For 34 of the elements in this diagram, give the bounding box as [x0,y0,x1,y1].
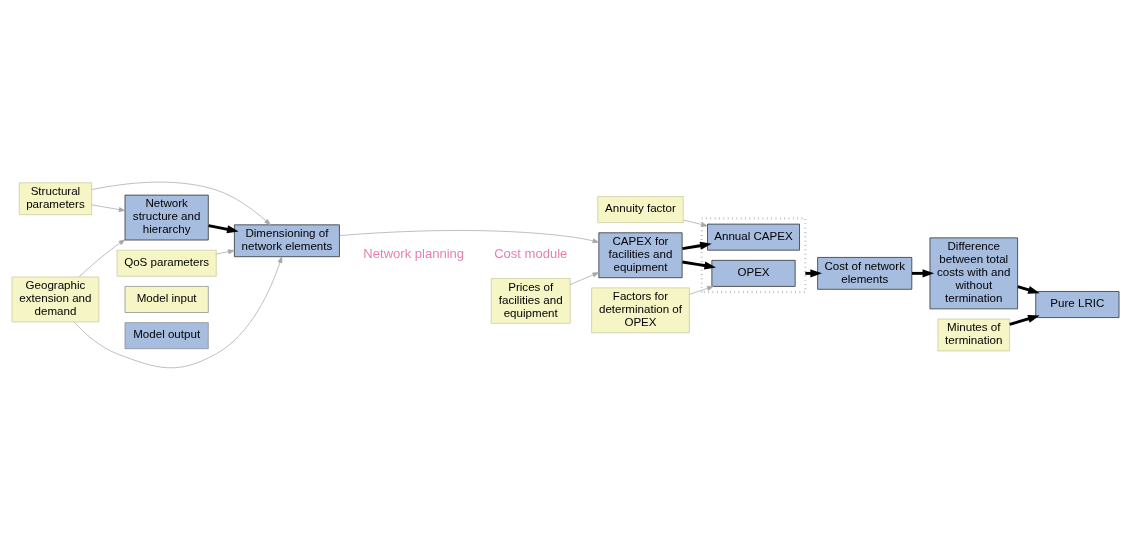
label: Cost module [494,246,568,262]
node-box: Structural parameters [18,182,92,216]
arrow [682,260,717,270]
arrow [78,239,126,278]
arrow [689,286,714,295]
arrow [216,249,235,255]
node-box: Network structure and hierarchy [124,194,209,241]
node-box: Prices of facilities and equipment [490,278,571,324]
label: Network planning [363,246,465,262]
arrow [1017,285,1040,294]
node-box: QoS parameters [116,249,217,277]
node-box: OPEX [711,259,796,287]
node-box: Cost of network elements [817,257,913,290]
arrow [912,269,935,278]
node-box: CAPEX for facilities and equipment [598,232,683,279]
legend-label: Model output [133,328,201,341]
node-box: Minutes of termination [937,318,1010,352]
arrow [682,241,712,250]
node-box: Annuity factor [597,196,684,223]
arrow [91,204,126,212]
node-box: Dimensioning of network elements [234,224,340,258]
node-box: Difference between total costs with and without termination [929,237,1018,310]
node-box: Factors for determination of OPEX [591,287,690,334]
arrow [73,256,283,369]
arrow [91,181,271,226]
node-box: Annual CAPEX [707,223,800,251]
arrow [1009,314,1040,326]
node-box: Pure LRIC [1035,291,1120,318]
arrow [339,230,600,244]
node-box: Geographic extension and demand [11,276,100,323]
arrow [208,224,239,234]
arrow [569,272,600,285]
legend-label: Model input [136,292,197,305]
arrow [683,219,708,227]
